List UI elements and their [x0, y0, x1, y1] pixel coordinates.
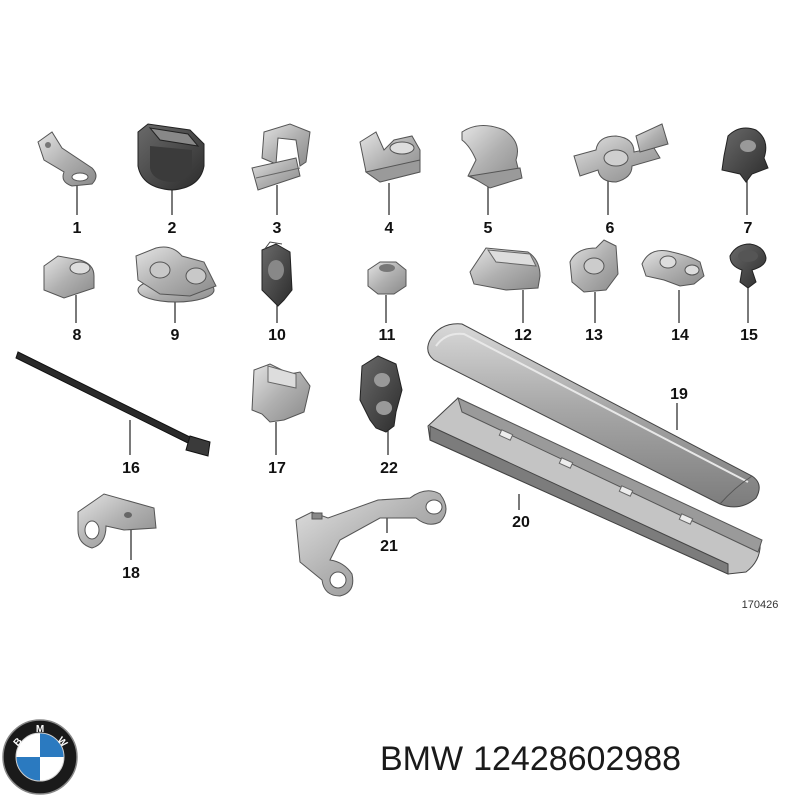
part-number: 12428602988	[473, 740, 682, 778]
part-9-double-holder	[135, 246, 217, 303]
part-label: 15	[740, 327, 758, 344]
part-17-clip	[251, 363, 311, 423]
logo-letter: M	[36, 724, 44, 735]
part-19-duct-cover	[427, 323, 760, 508]
brand-name: BMW	[380, 740, 464, 778]
part-label: 7	[744, 220, 753, 237]
part-11-hex-nut	[367, 261, 407, 295]
part-1-eyelet-tab	[37, 131, 97, 187]
part-label: 2	[168, 220, 177, 237]
leader-lines	[75, 180, 749, 560]
part-5-curved-clip	[461, 125, 523, 189]
part-label: 8	[73, 327, 82, 344]
part-15-expanding-rivet	[729, 243, 767, 289]
part-label: 12	[514, 327, 532, 344]
part-label: 1	[73, 220, 82, 237]
part-label: 14	[671, 327, 689, 344]
part-label: 3	[273, 220, 282, 237]
part-20-duct-tray	[427, 397, 763, 575]
part-label: 6	[606, 220, 615, 237]
diagram-reference: 170426	[742, 599, 779, 611]
part-4-pipe-clip	[359, 131, 421, 183]
part-2-rubber-grommet	[137, 123, 205, 191]
part-22-double-clip	[359, 355, 403, 433]
part-16-cable-tie	[15, 351, 211, 457]
part-18-bracket	[77, 493, 157, 549]
part-label: 20	[512, 514, 530, 531]
part-8-clip	[43, 255, 95, 299]
part-label: 11	[379, 327, 396, 344]
part-label: 19	[670, 386, 688, 403]
part-7-plastic-clip	[721, 127, 769, 183]
bmw-logo: B M W	[2, 719, 78, 795]
part-21-mounting-bracket	[295, 490, 447, 597]
part-14-clamp	[641, 250, 705, 287]
part-13-holder	[569, 239, 619, 293]
part-label: 17	[268, 460, 286, 477]
part-label: 16	[122, 460, 140, 477]
part-labels: 1 2 3 4 5 6 7 8 9 10 11 12 13 14 15 16 1…	[73, 220, 779, 611]
part-3-double-clip	[251, 123, 311, 191]
part-label: 13	[585, 327, 603, 344]
part-label: 10	[268, 327, 286, 344]
part-label: 18	[122, 565, 140, 582]
part-label: 22	[380, 460, 398, 477]
part-10-push-clip	[261, 241, 293, 307]
part-label: 4	[385, 220, 394, 237]
part-label: 9	[171, 327, 180, 344]
part-6-bracket-holder	[573, 123, 669, 183]
part-label: 21	[380, 538, 398, 555]
part-12-cable-clip	[469, 247, 541, 291]
part-label: 5	[484, 220, 493, 237]
